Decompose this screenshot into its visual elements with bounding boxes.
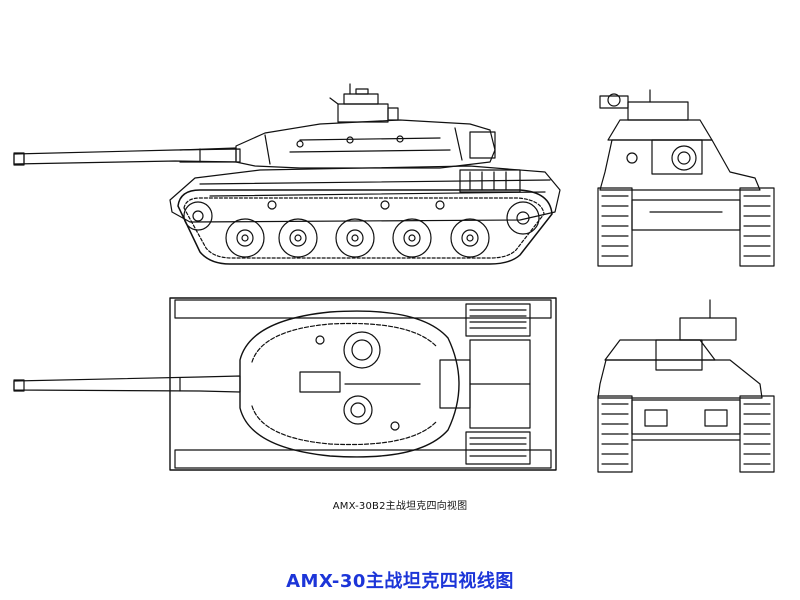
diagram-title: AMX-30主战坦克四视线图 <box>286 571 514 592</box>
side-turret <box>235 119 496 169</box>
side-hull <box>169 165 561 223</box>
side-view <box>13 83 561 265</box>
side-gun-barrel <box>13 147 241 166</box>
top-view <box>13 297 557 471</box>
view-caption: AMX-30B2主战坦克四向视图 <box>332 501 468 512</box>
side-running-gear <box>177 189 553 265</box>
side-cupola <box>329 83 399 123</box>
rear-view <box>597 299 775 473</box>
front-view <box>597 89 775 267</box>
